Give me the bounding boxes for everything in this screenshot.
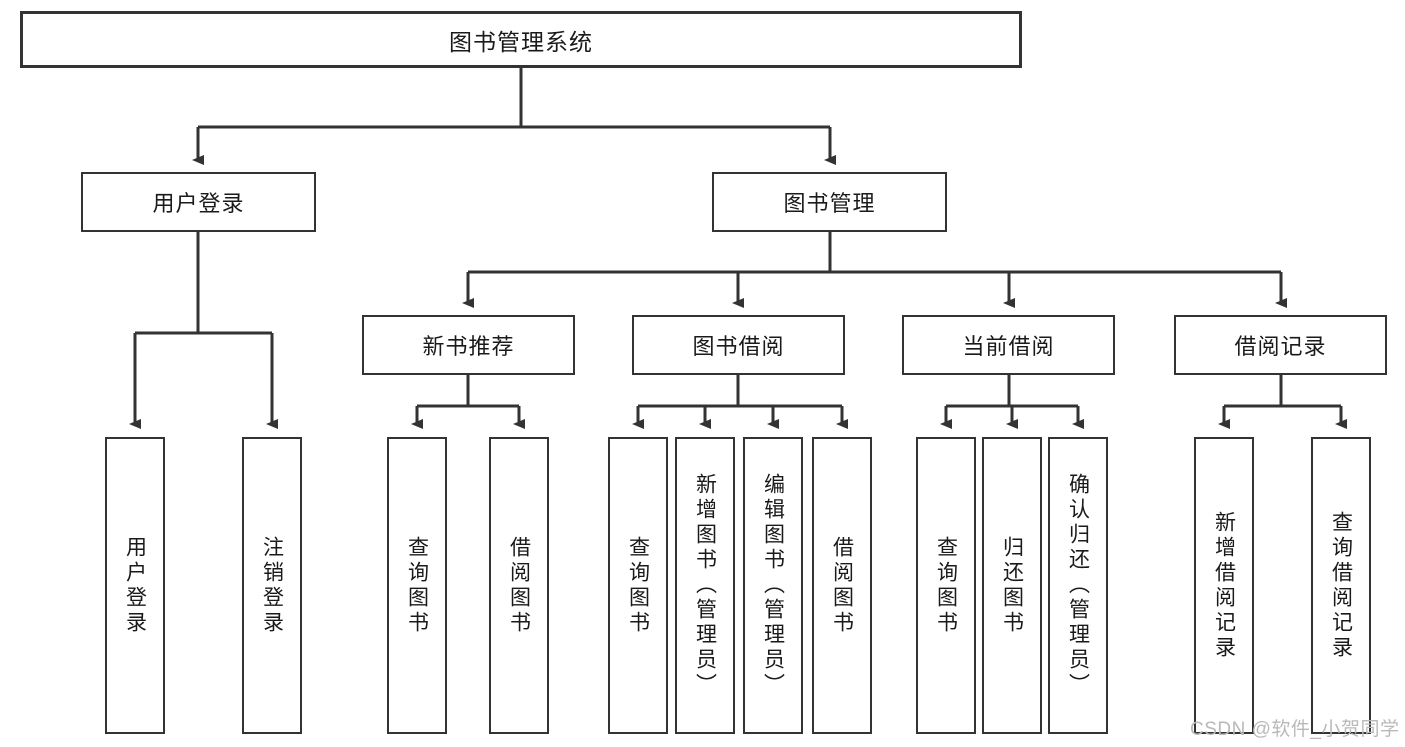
leaf-add-book-admin[interactable]: 新增图书（管理员） [675, 437, 735, 734]
node-current-borrow[interactable]: 当前借阅 [902, 315, 1115, 375]
node-label: 归还图书 [1000, 535, 1024, 636]
node-book-borrow[interactable]: 图书借阅 [632, 315, 845, 375]
node-label: 查询图书 [405, 535, 429, 636]
node-label: 编辑图书（管理员） [761, 473, 785, 698]
node-label: 用户登录 [123, 535, 147, 636]
node-label: 注销登录 [260, 535, 284, 636]
node-label: 查询借阅记录 [1329, 510, 1353, 661]
leaf-query-borrow-record[interactable]: 查询借阅记录 [1311, 437, 1371, 734]
leaf-user-login[interactable]: 用户登录 [105, 437, 165, 734]
node-label: 用户登录 [152, 191, 245, 216]
node-label: 新增图书（管理员） [693, 473, 717, 698]
node-label: 查询图书 [626, 535, 650, 636]
leaf-edit-book-admin[interactable]: 编辑图书（管理员） [743, 437, 803, 734]
leaf-borrow-book[interactable]: 借阅图书 [812, 437, 872, 734]
node-label: 图书管理系统 [449, 28, 593, 55]
node-label: 借阅记录 [1234, 334, 1327, 359]
node-user-login[interactable]: 用户登录 [81, 172, 316, 232]
leaf-query-book-recommend[interactable]: 查询图书 [387, 437, 447, 734]
leaf-query-book-current[interactable]: 查询图书 [916, 437, 976, 734]
node-label: 借阅图书 [830, 535, 854, 636]
leaf-borrow-book-recommend[interactable]: 借阅图书 [489, 437, 549, 734]
leaf-logout[interactable]: 注销登录 [242, 437, 302, 734]
node-label: 查询图书 [934, 535, 958, 636]
node-new-book-recommend[interactable]: 新书推荐 [362, 315, 575, 375]
watermark: CSDN @软件_小贺同学 [1190, 719, 1400, 740]
leaf-query-book[interactable]: 查询图书 [608, 437, 668, 734]
node-label: 新增借阅记录 [1212, 510, 1236, 661]
node-label: 新书推荐 [422, 334, 515, 359]
leaf-return-book[interactable]: 归还图书 [982, 437, 1042, 734]
leaf-add-borrow-record[interactable]: 新增借阅记录 [1194, 437, 1254, 734]
node-book-management[interactable]: 图书管理 [712, 172, 947, 232]
node-label: 确认归还（管理员） [1066, 473, 1090, 698]
node-borrow-records[interactable]: 借阅记录 [1174, 315, 1387, 375]
node-label: 图书借阅 [692, 334, 785, 359]
node-label: 图书管理 [783, 191, 876, 216]
leaf-confirm-return-admin[interactable]: 确认归还（管理员） [1048, 437, 1108, 734]
node-label: 当前借阅 [962, 334, 1055, 359]
node-label: 借阅图书 [507, 535, 531, 636]
node-root-system[interactable]: 图书管理系统 [20, 11, 1022, 68]
